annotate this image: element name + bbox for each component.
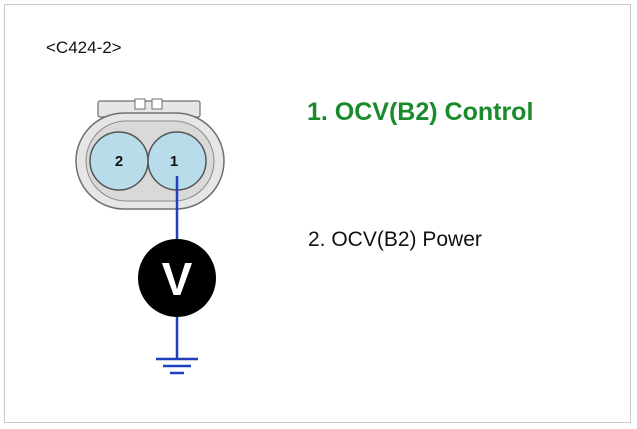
- ground-icon: [156, 357, 198, 375]
- voltmeter-symbol: V: [162, 253, 193, 305]
- pin-1-description: 1. OCV(B2) Control: [307, 98, 534, 126]
- pin-1-number: 1: [170, 153, 178, 170]
- pin-2-description: 2. OCV(B2) Power: [308, 228, 482, 251]
- pin-2-number: 2: [115, 153, 123, 170]
- voltmeter: [138, 239, 216, 317]
- connector-id-label: <C424-2>: [46, 38, 122, 57]
- diagram-frame: [4, 4, 631, 423]
